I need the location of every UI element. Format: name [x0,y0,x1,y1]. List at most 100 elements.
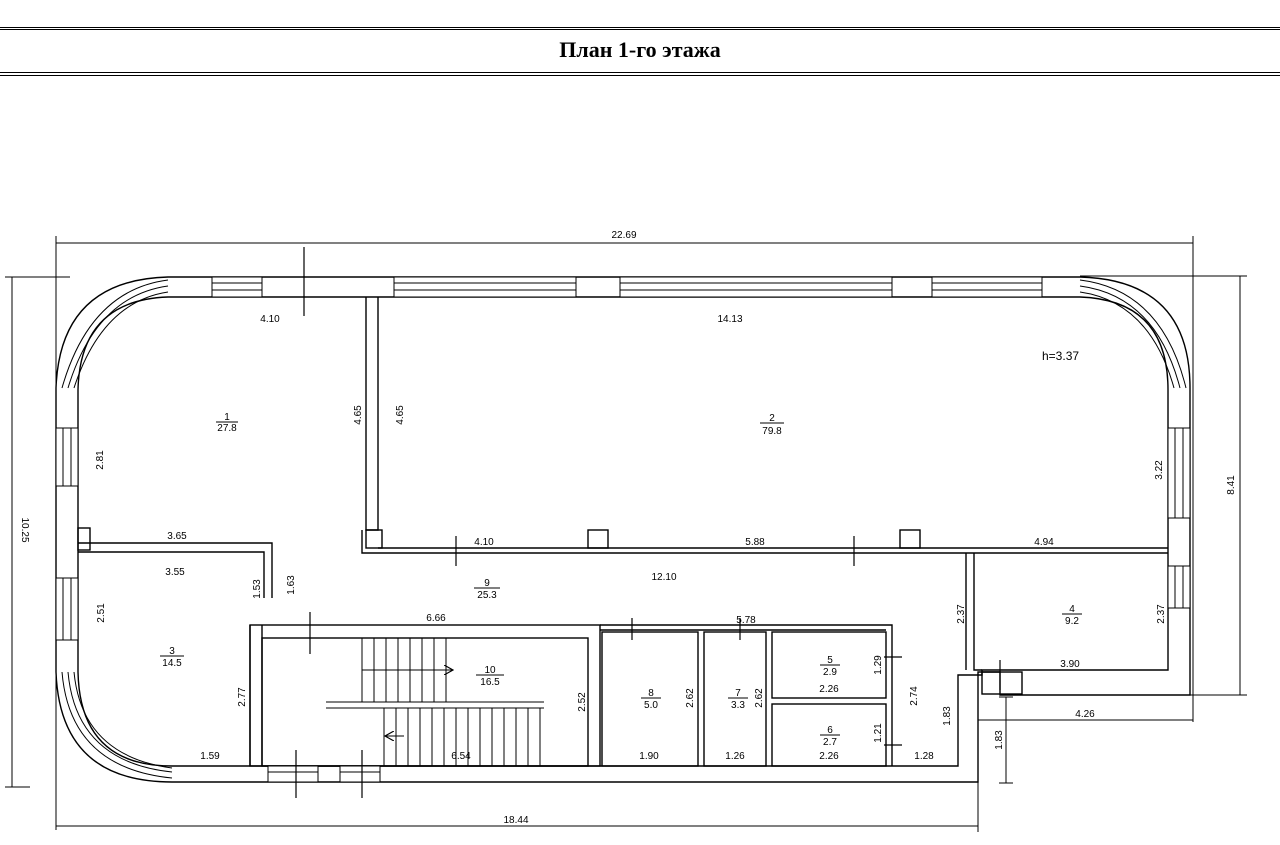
room-10-area: 16.5 [480,677,500,688]
window-left-1 [55,427,79,487]
room-7-area: 3.3 [731,700,745,711]
window-bottom-1 [267,765,319,783]
window-bottom-2 [339,765,381,783]
column-2 [587,529,609,549]
room-7-number: 7 [735,688,741,699]
stair-block-outer [249,624,601,767]
room-4-number: 4 [1069,604,1075,615]
dim-step-height: 1.83 [994,730,1005,750]
room4-left-wall [965,553,982,671]
dim-r1-top: 4.10 [260,314,280,325]
window-top-1 [211,276,263,298]
dim-r2-left: 4.65 [395,405,406,425]
dim-r8-right: 2.62 [685,688,696,708]
dim-corr-small: 1.53 [252,579,263,599]
dim-r4-right: 2.37 [1156,604,1167,624]
dim-r7-right: 2.62 [754,688,765,708]
dim-r9-seg2: 5.88 [745,537,765,548]
room4-bottom-stub [981,671,1023,695]
outer-wall-exterior [55,276,1191,783]
room-1-number: 1 [224,412,230,423]
staircase [326,638,544,766]
room-1-area: 27.8 [217,423,237,434]
dim-r5-right: 1.29 [873,655,884,675]
room3-top-wall [78,542,273,598]
stair-flight-lower [383,708,541,766]
dim-r9-right2: 2.74 [909,686,920,706]
dim-overall-width: 22.69 [611,230,636,241]
dim-r2-right: 3.22 [1154,460,1165,480]
dim-r6-right: 1.21 [873,723,884,743]
dim-r7-bottom: 1.26 [725,751,745,762]
window-corner-nw [61,279,169,389]
dimension-lines [5,236,1247,832]
dim-right-step: 4.26 [1075,709,1095,720]
dim-r4-bottom: 3.90 [1060,659,1080,670]
window-corner-ne [1079,279,1187,389]
room-2-number: 2 [769,413,775,424]
room-5-area: 2.9 [823,667,837,678]
walls [55,276,1191,783]
pilaster-left [77,527,91,551]
room-5-number: 5 [827,655,833,666]
room-6-number: 6 [827,725,833,736]
dim-r10-right: 2.52 [577,692,588,712]
window-right-2 [1167,565,1191,609]
title-band: План 1-го этажа [0,27,1280,76]
room-6-area: 2.7 [823,737,837,748]
stair-flight-upper [361,638,447,702]
window-top-2 [393,276,577,298]
dimension-labels: 22.69 10.25 8.41 18.44 4.26 1.83 4.10 2.… [19,230,1237,826]
room6-walls [771,703,887,767]
dim-r2-top: 14.13 [717,314,742,325]
dim-r9-right: 2.37 [956,604,967,624]
title-rule-top-inner [0,29,1280,30]
room-3-area: 14.5 [162,658,182,669]
door-marks [295,247,1001,798]
dim-r10-bottom: 6.54 [451,751,471,762]
dim-r9-stair-top: 6.66 [426,613,446,624]
window-top-3 [619,276,893,298]
window-top-4 [931,276,1043,298]
dim-bottom-width: 18.44 [503,815,528,826]
room-8-area: 5.0 [644,700,658,711]
room-3-number: 3 [169,646,175,657]
room-labels: 1 27.8 2 79.8 3 14.5 4 9.2 5 2.9 6 2.7 7… [160,349,1082,748]
dim-r9-long: 12.10 [651,572,676,583]
dim-r9-seg1: 4.10 [474,537,494,548]
dim-r3-top: 3.55 [165,567,185,578]
room-8-number: 8 [648,688,654,699]
dim-r9-lower-right: 1.83 [942,706,953,726]
dim-corr-small2: 1.63 [286,575,297,595]
partition-1-2 [365,297,379,531]
room7-walls [703,631,767,767]
outer-wall-interior [77,296,1169,767]
column-3 [899,529,921,549]
dim-r1-left: 2.81 [95,450,106,470]
dim-r3-top-outer: 3.65 [167,531,187,542]
dim-r8-bottom: 1.90 [639,751,659,762]
dim-r3-left: 2.51 [96,603,107,623]
page-title: План 1-го этажа [559,37,721,62]
dim-r9-seg3: 4.94 [1034,537,1054,548]
title-rule-top [0,27,1280,28]
corridor-upper-wall [361,530,1168,554]
title-rule-bottom-inner [0,72,1280,73]
room5-walls [771,631,887,699]
dim-r9-bottom-right: 1.28 [914,751,934,762]
window-corner-sw [61,671,173,779]
dim-r1-right: 4.65 [353,405,364,425]
ceiling-height-label: h=3.37 [1042,349,1079,363]
dim-overall-height: 10.25 [19,517,30,542]
window-left-2 [55,577,79,641]
stair-block-inner [261,637,589,767]
dim-r9-service-top: 5.78 [736,615,756,626]
dim-r3-right: 2.77 [237,687,248,707]
title-rule-bottom [0,75,1280,76]
dim-r6-bottom: 2.26 [819,751,839,762]
service-corridor-wall [600,624,893,766]
room-10-number: 10 [484,665,496,676]
dim-r3-bottom: 1.59 [200,751,220,762]
room8-walls [601,631,699,767]
room-9-number: 9 [484,578,490,589]
